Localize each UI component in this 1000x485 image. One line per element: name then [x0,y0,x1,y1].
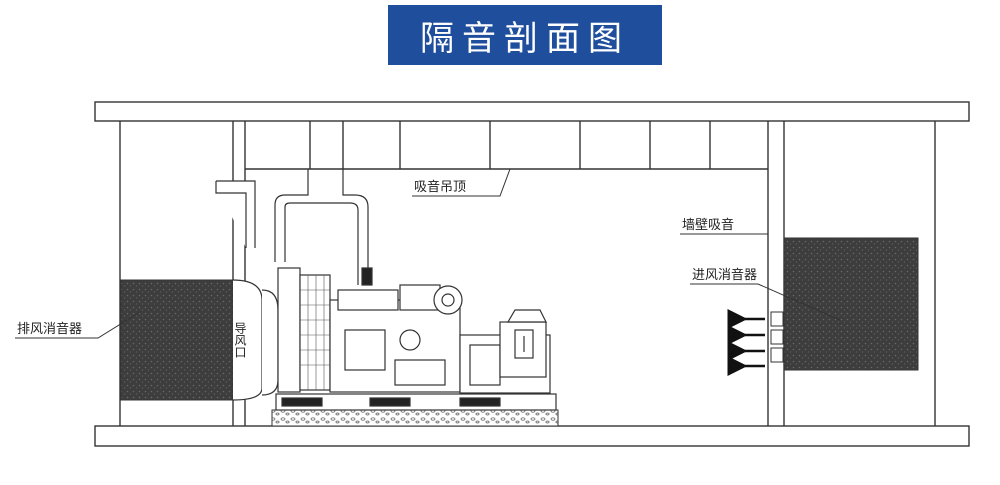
ceiling-panels [245,121,768,170]
roof-slab [94,101,970,122]
title-banner: 隔音剖面图 [388,5,662,65]
intake-louvres [770,311,784,363]
ceiling-leader [412,168,511,197]
intake-leader [690,283,841,321]
intake-silencer [783,237,919,371]
label-air-guide: 导风口 [233,322,247,358]
genset-base [275,393,557,411]
label-ceiling-absorption: 吸音吊顶 [414,179,466,195]
floor-slab [94,425,970,447]
gravel-foundation [271,409,559,427]
label-wall-absorption: 墙壁吸音 [682,217,734,233]
label-exhaust-silencer: 排风消音器 [17,321,82,337]
label-intake-silencer: 进风消音器 [692,267,757,283]
generator-set [215,169,551,401]
exhaust-leader [15,311,141,339]
page-title: 隔音剖面图 [420,18,630,59]
exhaust-silencer [120,279,234,401]
airflow-arrows [727,309,765,376]
